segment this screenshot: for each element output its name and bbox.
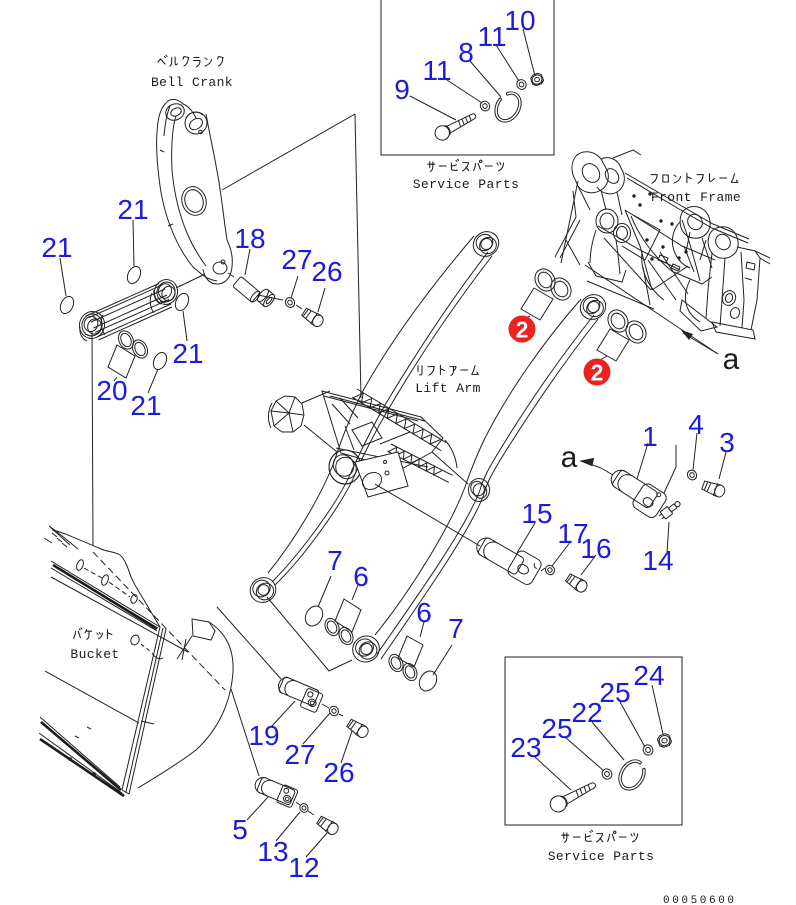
svg-text:4: 4: [688, 409, 704, 440]
svg-text:2: 2: [516, 317, 529, 343]
svg-text:Bucket: Bucket: [70, 647, 119, 662]
svg-text:21: 21: [41, 232, 72, 263]
svg-text:23: 23: [510, 732, 541, 763]
svg-text:7: 7: [448, 613, 464, 644]
svg-text:Service Parts: Service Parts: [413, 177, 520, 192]
svg-text:27: 27: [281, 244, 312, 275]
svg-text:11: 11: [422, 55, 451, 86]
svg-text:3: 3: [719, 427, 735, 458]
svg-text:21: 21: [130, 390, 161, 421]
svg-text:00050600: 00050600: [663, 895, 737, 905]
svg-text:15: 15: [521, 498, 552, 529]
svg-text:22: 22: [571, 697, 602, 728]
svg-text:Bell Crank: Bell Crank: [151, 75, 233, 90]
svg-text:2: 2: [591, 360, 604, 386]
svg-text:a: a: [561, 441, 578, 474]
svg-text:14: 14: [642, 545, 673, 576]
svg-text:5: 5: [232, 814, 248, 845]
svg-text:13: 13: [257, 836, 288, 867]
svg-text:7: 7: [327, 545, 343, 576]
svg-text:21: 21: [117, 194, 148, 225]
svg-text:Lift Arm: Lift Arm: [415, 381, 481, 396]
svg-text:9: 9: [394, 74, 410, 105]
svg-text:11: 11: [477, 21, 506, 52]
svg-text:25: 25: [541, 713, 572, 744]
svg-text:26: 26: [323, 757, 354, 788]
svg-text:10: 10: [504, 5, 535, 36]
svg-text:6: 6: [353, 561, 369, 592]
svg-text:12: 12: [288, 852, 319, 883]
svg-text:24: 24: [633, 660, 664, 691]
svg-text:a: a: [723, 343, 740, 376]
svg-text:6: 6: [416, 597, 432, 628]
svg-text:26: 26: [311, 256, 342, 287]
svg-text:21: 21: [172, 338, 203, 369]
svg-text:1: 1: [642, 421, 658, 452]
svg-text:8: 8: [458, 37, 474, 68]
svg-text:20: 20: [96, 375, 127, 406]
svg-text:Front Frame: Front Frame: [651, 190, 741, 205]
svg-text:27: 27: [284, 739, 315, 770]
svg-text:18: 18: [234, 223, 265, 254]
svg-text:19: 19: [248, 720, 279, 751]
svg-text:16: 16: [580, 533, 611, 564]
svg-text:Service Parts: Service Parts: [548, 849, 655, 864]
svg-text:17: 17: [557, 518, 588, 549]
svg-text:25: 25: [599, 677, 630, 708]
